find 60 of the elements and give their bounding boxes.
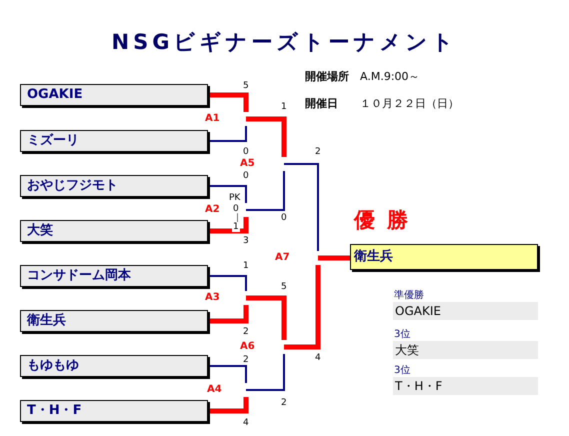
score-label: 0 [242,171,250,181]
match-label: A4 [207,383,222,397]
bracket-line [208,185,247,203]
match-label: A5 [240,157,255,171]
score-label: 0 [280,213,288,223]
bracket-line [246,116,286,157]
info-label: 開催日 [305,97,338,111]
team-box: 衛生兵 [20,310,208,332]
penalty-score: 1 [232,222,240,232]
match-label: A7 [275,251,290,265]
bracket-line [208,126,247,142]
team-box: おやじフジモト [20,175,208,197]
bracket-line [208,217,248,234]
bracket-line [284,265,320,350]
winner-box: 衛生兵 [350,244,538,270]
place-label: 準優勝 [394,290,424,302]
score-label: 2 [242,355,250,365]
bracket-line [246,296,286,340]
score-label: 4 [314,353,322,363]
info-label: 開催場所 [305,70,349,84]
penalty-score: 0 [232,204,240,214]
bracket-line [284,163,319,251]
title: NSGビギナーズトーナメント [110,29,458,56]
score-label: 2 [242,327,250,337]
result-cell: T・H・F [393,377,538,395]
bracket-line [318,256,350,260]
winner-heading: 優勝 [354,207,420,234]
bracket-line [208,365,247,383]
result-cell: OGAKIE [393,302,538,320]
match-label: A3 [205,291,220,305]
bracket-line [208,305,248,324]
team-box: 大笑 [20,220,208,242]
score-label: 1 [242,261,250,271]
penalty-label: PK [228,193,242,203]
bracket-line [208,397,248,414]
result-cell: 大笑 [393,341,538,359]
place-label: 3位 [394,329,410,341]
match-label: A2 [205,203,220,217]
score-label: 5 [280,282,288,292]
team-box: OGAKIE [20,84,208,106]
bracket-line [246,171,285,211]
score-label: 0 [242,147,250,157]
score-label: 2 [314,147,322,157]
bracket-line [246,354,285,391]
match-label: A6 [240,340,255,354]
score-label: 2 [280,398,288,408]
info-value: １０月２２日（日） [360,97,459,111]
score-label: 3 [242,236,250,246]
match-label: A1 [205,112,220,126]
place-label: 3位 [394,365,410,377]
info-value: A.M.9:00～ [360,70,420,84]
score-label: 4 [242,418,250,428]
team-box: もゆもゆ [20,355,208,377]
score-label: 5 [242,81,250,91]
bracket-line [208,92,248,112]
team-box: コンサドーム岡本 [20,265,208,287]
score-label: 1 [280,102,288,112]
bracket-line [208,275,247,291]
team-box: ミズーリ [20,130,208,152]
team-box: T・H・F [20,400,208,422]
